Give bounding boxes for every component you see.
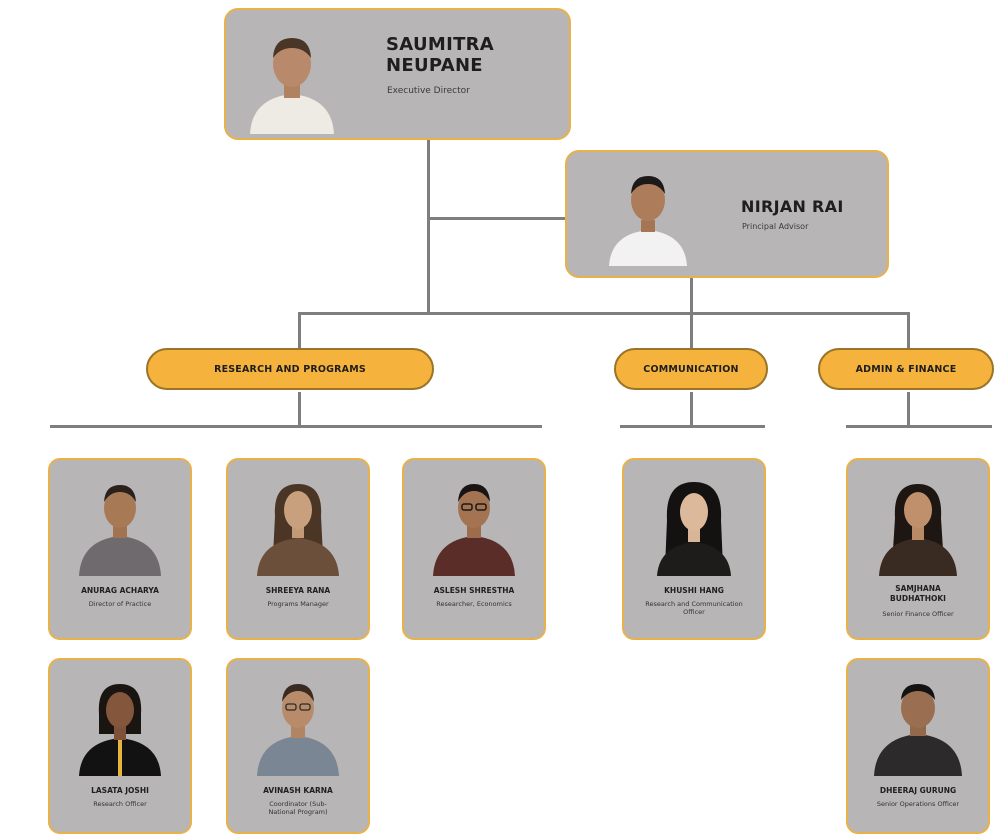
staff-card-dheeraj-gurung: DHEERAJ GURUNG Senior Operations Officer [846,658,990,834]
staff-card-shreeya-rana: SHREEYA RANA Programs Manager [226,458,370,640]
staff-role: Research and Communication Officer [645,600,743,616]
executive-name-line2: NEUPANE [386,55,483,76]
principal-role: Principal Advisor [742,222,809,231]
staff-name: AVINASH KARNA [263,786,333,795]
staff-role: Director of Practice [88,600,152,608]
avatar [433,484,515,576]
staff-role: Coordinator (Sub-National Program) [268,800,328,816]
staff-name: LASATA JOSHI [91,786,149,795]
connector-research-down [298,392,301,427]
staff-name: DHEERAJ GURUNG [879,786,957,795]
department-admin-finance: ADMIN & FINANCE [818,348,994,390]
staff-card-anurag-acharya: ANURAG ACHARYA Director of Practice [48,458,192,640]
connector-admin-rule [846,425,992,428]
executive-role: Executive Director [387,86,470,96]
avatar [257,484,339,576]
connector-admin-down [907,392,910,427]
connector-to-admin [907,312,910,350]
connector-communication-down [690,392,693,427]
connector-principal-vertical [690,276,693,313]
avatar [874,684,962,776]
connector-exec-to-principal [427,217,567,220]
staff-role: Senior Finance Officer [882,610,954,618]
staff-name: ANURAG ACHARYA [81,586,159,595]
staff-role: Programs Manager [267,600,329,608]
principal-advisor-card: NIRJAN RAI Principal Advisor [565,150,889,278]
staff-card-aslesh-shrestha: ASLESH SHRESTHA Researcher, Economics [402,458,546,640]
department-communication: COMMUNICATION [614,348,768,390]
principal-name: NIRJAN RAI [741,197,844,216]
staff-role: Senior Operations Officer [876,800,960,808]
staff-card-avinash-karna: AVINASH KARNA Coordinator (Sub-National … [226,658,370,834]
connector-research-rule [50,425,542,428]
staff-card-samjhana-budhathoki: SAMJHANA BUDHATHOKI Senior Finance Offic… [846,458,990,640]
connector-exec-vertical [427,138,430,313]
executive-director-card: SAUMITRA NEUPANE Executive Director [224,8,571,140]
staff-role: Research Officer [93,800,147,808]
department-research-and-programs: RESEARCH AND PROGRAMS [146,348,434,390]
avatar [609,176,687,266]
avatar [250,38,334,134]
staff-name: SHREEYA RANA [265,586,331,595]
staff-name: ASLESH SHRESTHA [433,586,515,595]
staff-card-lasata-joshi: LASATA JOSHI Research Officer [48,658,192,834]
executive-name-line1: SAUMITRA [386,34,495,55]
avatar [79,684,161,776]
avatar [257,684,339,776]
staff-card-khushi-hang: KHUSHI HANG Research and Communication O… [622,458,766,640]
avatar [879,484,957,576]
avatar [79,485,161,576]
staff-name: KHUSHI HANG [664,586,724,595]
connector-horizontal-bus [298,312,910,315]
avatar [657,482,731,576]
connector-communication-rule [620,425,765,428]
staff-name: SAMJHANA BUDHATHOKI [890,584,946,603]
staff-role: Researcher, Economics [436,600,512,608]
connector-to-research [298,312,301,350]
connector-to-communication [690,312,693,350]
